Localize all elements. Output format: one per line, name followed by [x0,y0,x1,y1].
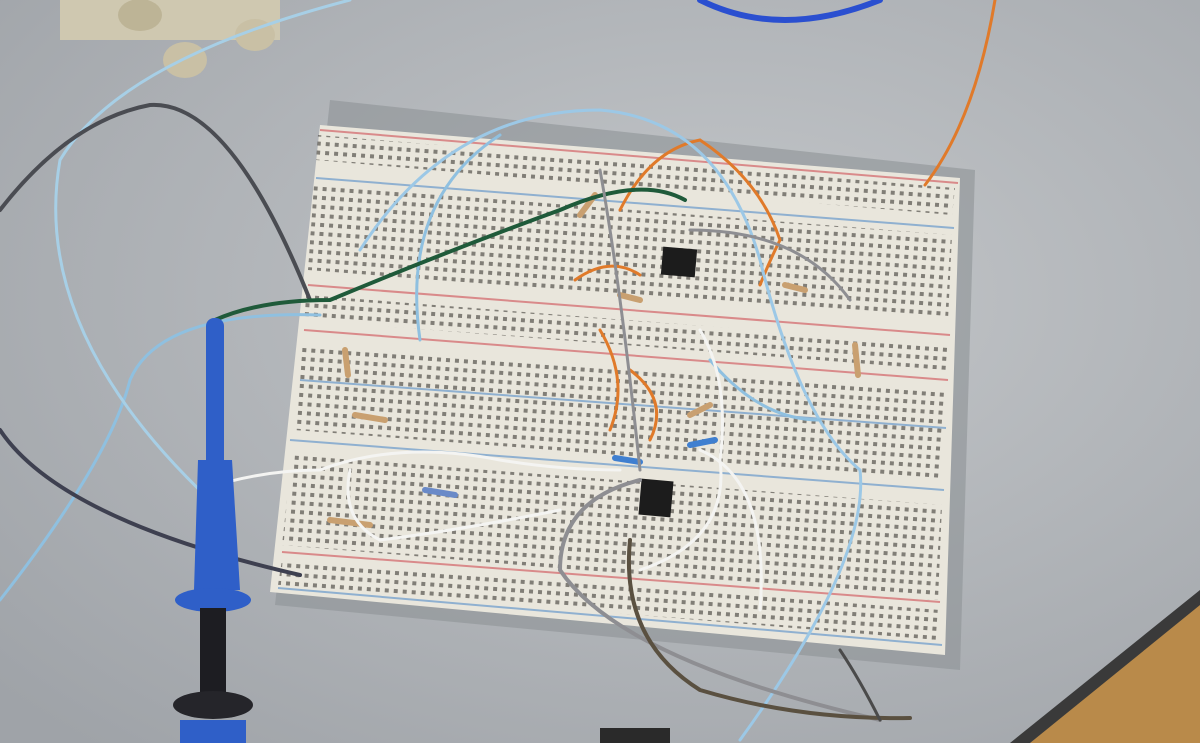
oscilloscope-probe [173,318,253,743]
wire-orange [923,0,997,187]
ic-chip-top [660,246,698,278]
wire-light-blue-2 [54,0,352,502]
wire-light-blue-1 [0,313,322,602]
wire-light-blue-1 [415,133,822,422]
wire-brown [626,538,912,721]
cable-end [600,728,670,743]
wire-blue-top [697,0,883,23]
wire-brown [838,648,882,722]
wire-dark-gray [0,428,302,577]
wire-orange [618,138,782,287]
bench-connectors [60,0,280,78]
resistors [327,192,861,528]
wire-light-blue-2 [358,108,863,742]
wire-gray [598,168,852,472]
wire-orange [573,264,659,442]
wire-dark-gray [0,102,312,302]
wire-gray [557,478,882,722]
table-edge-shadow [1010,590,1200,743]
ic-chip-bottom [638,478,674,518]
wire-green [213,187,687,322]
wire-white [198,328,763,612]
